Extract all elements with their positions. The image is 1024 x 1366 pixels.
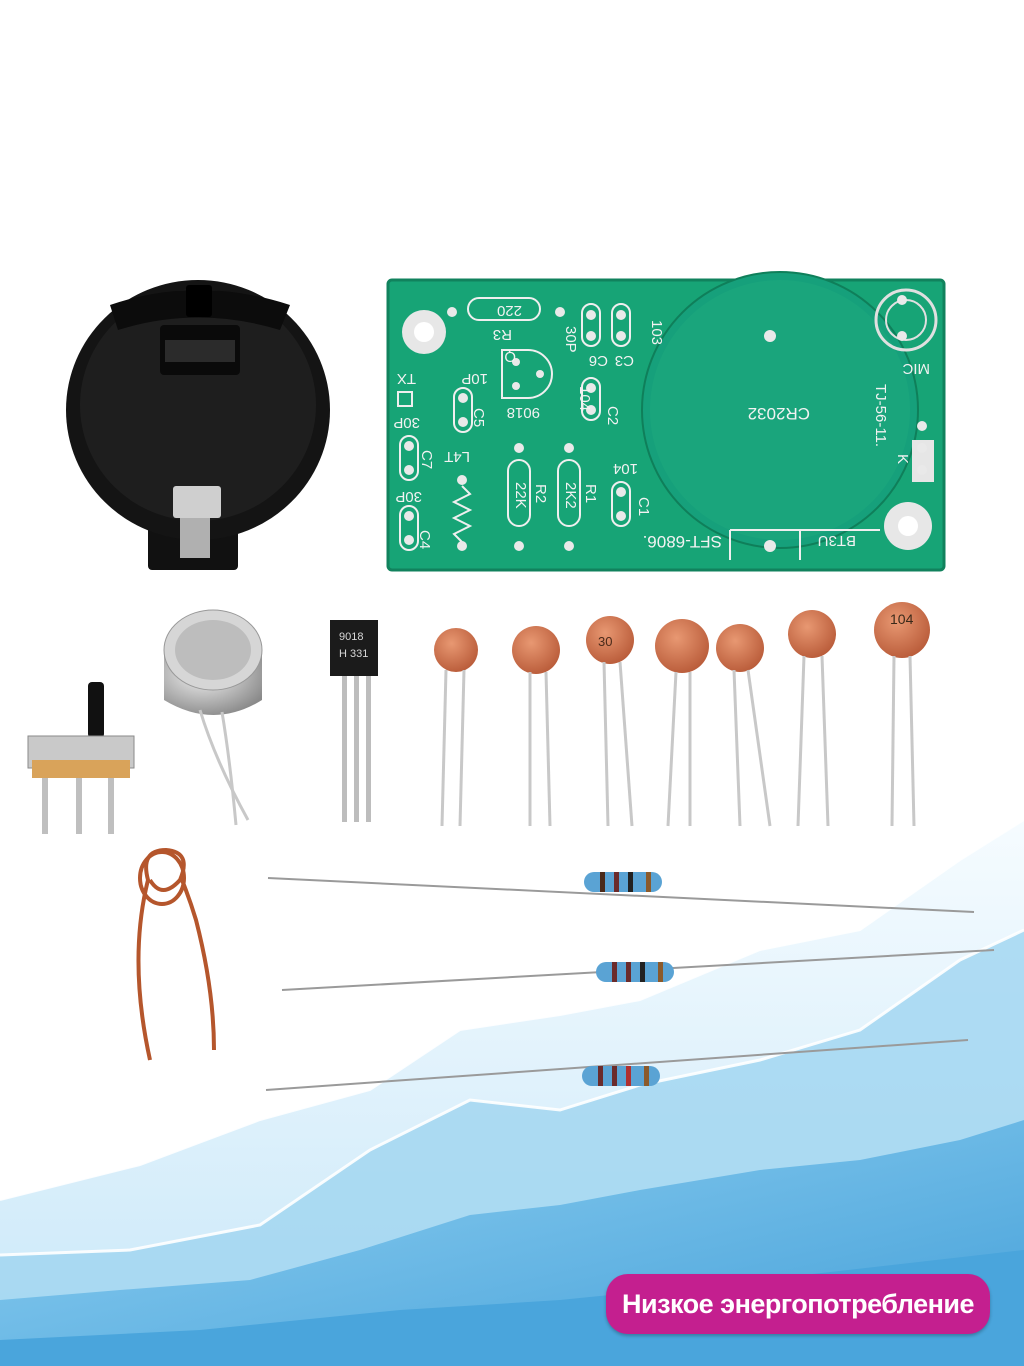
pcb-label-c7-value: 30P — [393, 414, 420, 431]
pcb-label-battery: CR2032 — [748, 404, 810, 423]
capacitor-5 — [716, 624, 772, 827]
pcb-label-c1: C1 — [635, 497, 652, 516]
pcb-label-c6: C6 — [589, 352, 608, 369]
feature-badge-text: Низкое энергопотребление — [621, 1288, 975, 1319]
pcb-label-c4-value: 30P — [395, 488, 422, 505]
capacitor-3: 30 — [586, 616, 634, 827]
pcb-label-c1-value: 104 — [613, 460, 638, 477]
pcb-label-r3: R3 — [493, 326, 512, 343]
pcb-label-c2: C2 — [604, 406, 621, 425]
capacitor-3-marking: 30 — [598, 634, 612, 649]
transistor-marking-1: 9018 — [339, 631, 363, 643]
pcb-label-c6-value: 30P — [562, 326, 579, 353]
resistor-2 — [281, 949, 995, 991]
pcb-label-c2-value: 104 — [576, 386, 593, 411]
transistor-marking-2: H 331 — [339, 648, 368, 660]
capacitor-4 — [655, 619, 709, 827]
pcb-label-r2-value: 22K — [512, 482, 529, 509]
battery-holder — [66, 280, 330, 570]
capacitor-2 — [512, 626, 560, 827]
pcb-label-c5-value: 10P — [461, 370, 488, 387]
capacitor-1 — [434, 628, 478, 827]
pcb-label-r3-value: 220 — [497, 302, 522, 319]
pcb-label-r1-value: 2K2 — [562, 482, 579, 509]
pcb-label-mic: MIC — [902, 360, 930, 377]
pcb-board: 220 R3 30P C6 103 C3 Q 10P C5 9018 104 C… — [386, 271, 946, 572]
capacitor-7-marking: 104 — [890, 611, 914, 627]
resistor-3 — [265, 1039, 969, 1091]
feature-badge: Низкое энергопотребление — [606, 1274, 990, 1334]
pcb-label-c4: C4 — [416, 530, 433, 549]
pcb-label-board-name: SFT-6806. — [643, 532, 722, 551]
resistor-1 — [267, 872, 975, 913]
transistor-9018: 9018 H 331 — [330, 620, 378, 822]
ceramic-capacitors: 30 104 — [434, 602, 930, 827]
pcb-label-tx: TX — [397, 370, 416, 387]
pcb-label-transistor: 9018 — [507, 404, 540, 421]
pcb-label-r1: R1 — [582, 484, 599, 503]
resistors — [265, 872, 995, 1091]
capacitor-6 — [788, 610, 836, 827]
pcb-label-bt: BT3U — [818, 532, 856, 549]
slide-switch — [27, 682, 135, 834]
pcb-label-switch: K — [894, 454, 911, 464]
pcb-label-c5: C5 — [470, 408, 487, 427]
pcb-label-l: L4T — [444, 448, 470, 465]
capacitor-7: 104 — [874, 602, 930, 827]
pcb-label-q: Q — [504, 348, 516, 365]
pcb-label-mic-model: TJ-56-11. — [872, 384, 889, 447]
pcb-label-c7: C7 — [418, 450, 435, 469]
pcb-label-c3: C3 — [615, 352, 634, 369]
copper-coil — [136, 847, 216, 1061]
electret-microphone — [163, 609, 263, 826]
pcb-label-r2: R2 — [532, 484, 549, 503]
pcb-label-c3-value: 103 — [648, 320, 665, 345]
